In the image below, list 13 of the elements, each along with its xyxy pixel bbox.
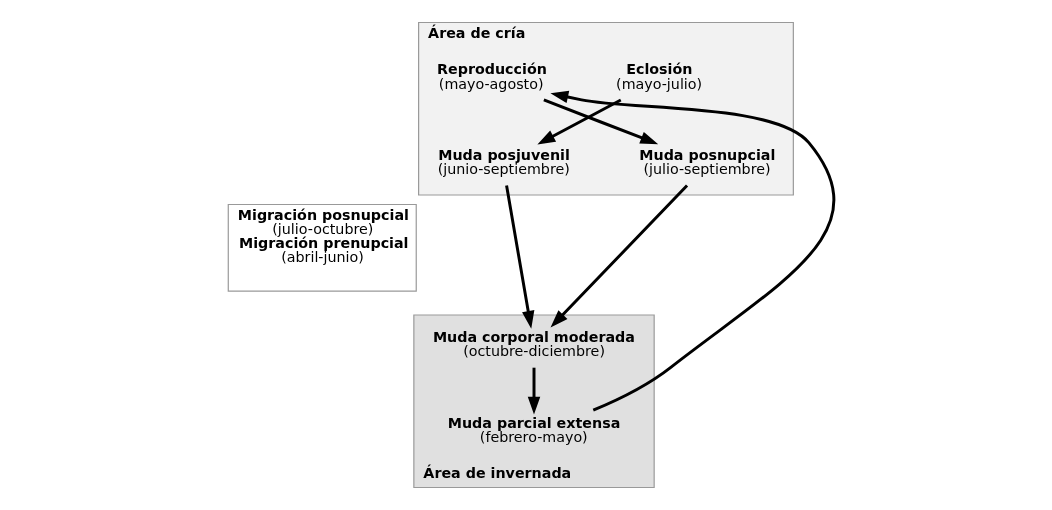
node-box: Migración posnupcial (julio-octubre) Migración prenupcial (abril-junio) xyxy=(227,203,417,292)
arrow xyxy=(550,184,688,328)
node-text: Eclosión (mayo-julio) xyxy=(615,61,702,92)
arrow xyxy=(549,90,835,412)
node-text: Muda parcial extensa (febrero-mayo) xyxy=(447,414,620,445)
node-text: Muda posjuvenil (junio-septiembre) xyxy=(437,147,570,178)
node-text: Reproducción (mayo-agosto) xyxy=(436,61,547,92)
arrow xyxy=(536,98,621,145)
arrow xyxy=(527,367,540,415)
node-text: Muda corporal moderada (octubre-diciembre) xyxy=(432,328,635,360)
arrow xyxy=(504,185,534,329)
arrow xyxy=(542,98,658,145)
node-text: Muda posnupcial (julio-septiembre) xyxy=(638,147,775,178)
